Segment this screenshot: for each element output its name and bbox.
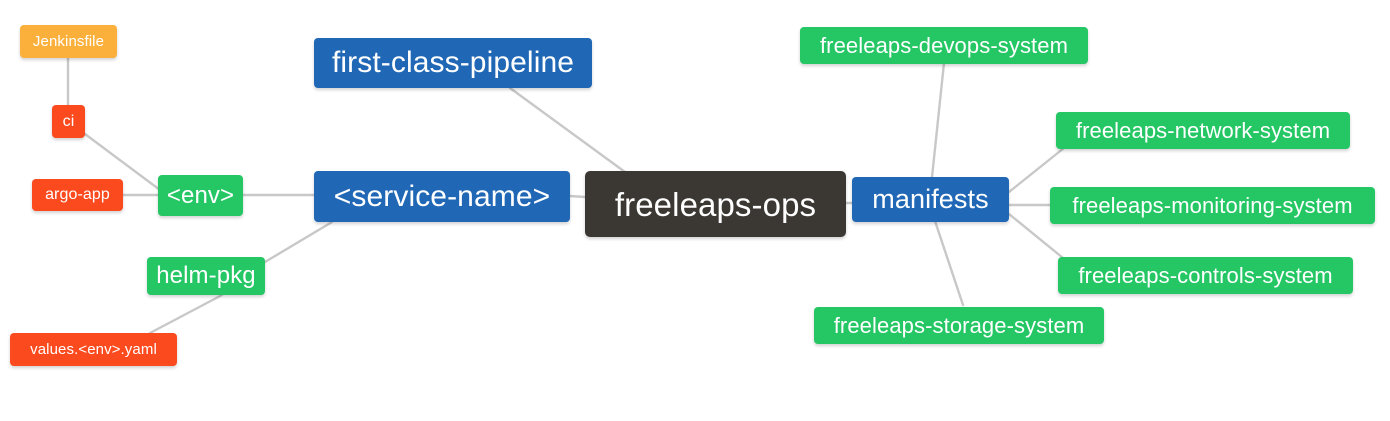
- node-argo-app[interactable]: argo-app: [32, 179, 123, 211]
- node-label: freeleaps-storage-system: [833, 312, 1085, 338]
- node-freeleaps-storage-system[interactable]: freeleaps-storage-system: [814, 307, 1104, 344]
- node-env[interactable]: <env>: [158, 175, 243, 216]
- edge-manifests-network: [1007, 146, 1066, 194]
- edge-servicename-ops: [568, 194, 587, 199]
- node-label: helm-pkg: [156, 262, 256, 289]
- node-label: ci: [62, 112, 75, 130]
- node-ci[interactable]: ci: [52, 105, 85, 138]
- node-label: freeleaps-ops: [614, 185, 817, 223]
- node-service-name[interactable]: <service-name>: [314, 171, 570, 222]
- node-values-yaml[interactable]: values.<env>.yaml: [10, 333, 177, 366]
- node-jenkinsfile[interactable]: Jenkinsfile: [20, 25, 117, 58]
- node-label: <env>: [166, 181, 235, 209]
- node-helm-pkg[interactable]: helm-pkg: [147, 257, 265, 295]
- edge-values-helmpkg: [148, 293, 224, 335]
- node-freeleaps-devops-system[interactable]: freeleaps-devops-system: [800, 27, 1088, 64]
- node-label: freeleaps-controls-system: [1078, 262, 1333, 288]
- edge-manifests-devops: [930, 61, 946, 179]
- node-label: <service-name>: [333, 179, 551, 213]
- node-label: freeleaps-network-system: [1075, 117, 1331, 143]
- node-label: freeleaps-monitoring-system: [1072, 192, 1353, 218]
- edge-helmpkg-servicename: [263, 220, 334, 264]
- edge-manifests-storage: [933, 219, 965, 307]
- node-label: freeleaps-devops-system: [819, 32, 1069, 58]
- node-label: Jenkinsfile: [32, 33, 105, 50]
- node-freeleaps-monitoring-system[interactable]: freeleaps-monitoring-system: [1050, 187, 1375, 224]
- node-label: first-class-pipeline: [331, 46, 575, 79]
- node-label: argo-app: [45, 186, 110, 203]
- node-freeleaps-network-system[interactable]: freeleaps-network-system: [1056, 112, 1350, 149]
- node-label: values.<env>.yaml: [30, 341, 157, 358]
- node-freeleaps-ops[interactable]: freeleaps-ops: [585, 171, 846, 237]
- node-label: manifests: [872, 184, 989, 214]
- node-freeleaps-controls-system[interactable]: freeleaps-controls-system: [1058, 257, 1353, 294]
- node-manifests[interactable]: manifests: [852, 177, 1009, 222]
- edge-pipeline-ops: [508, 86, 627, 174]
- node-first-class-pipeline[interactable]: first-class-pipeline: [314, 38, 592, 88]
